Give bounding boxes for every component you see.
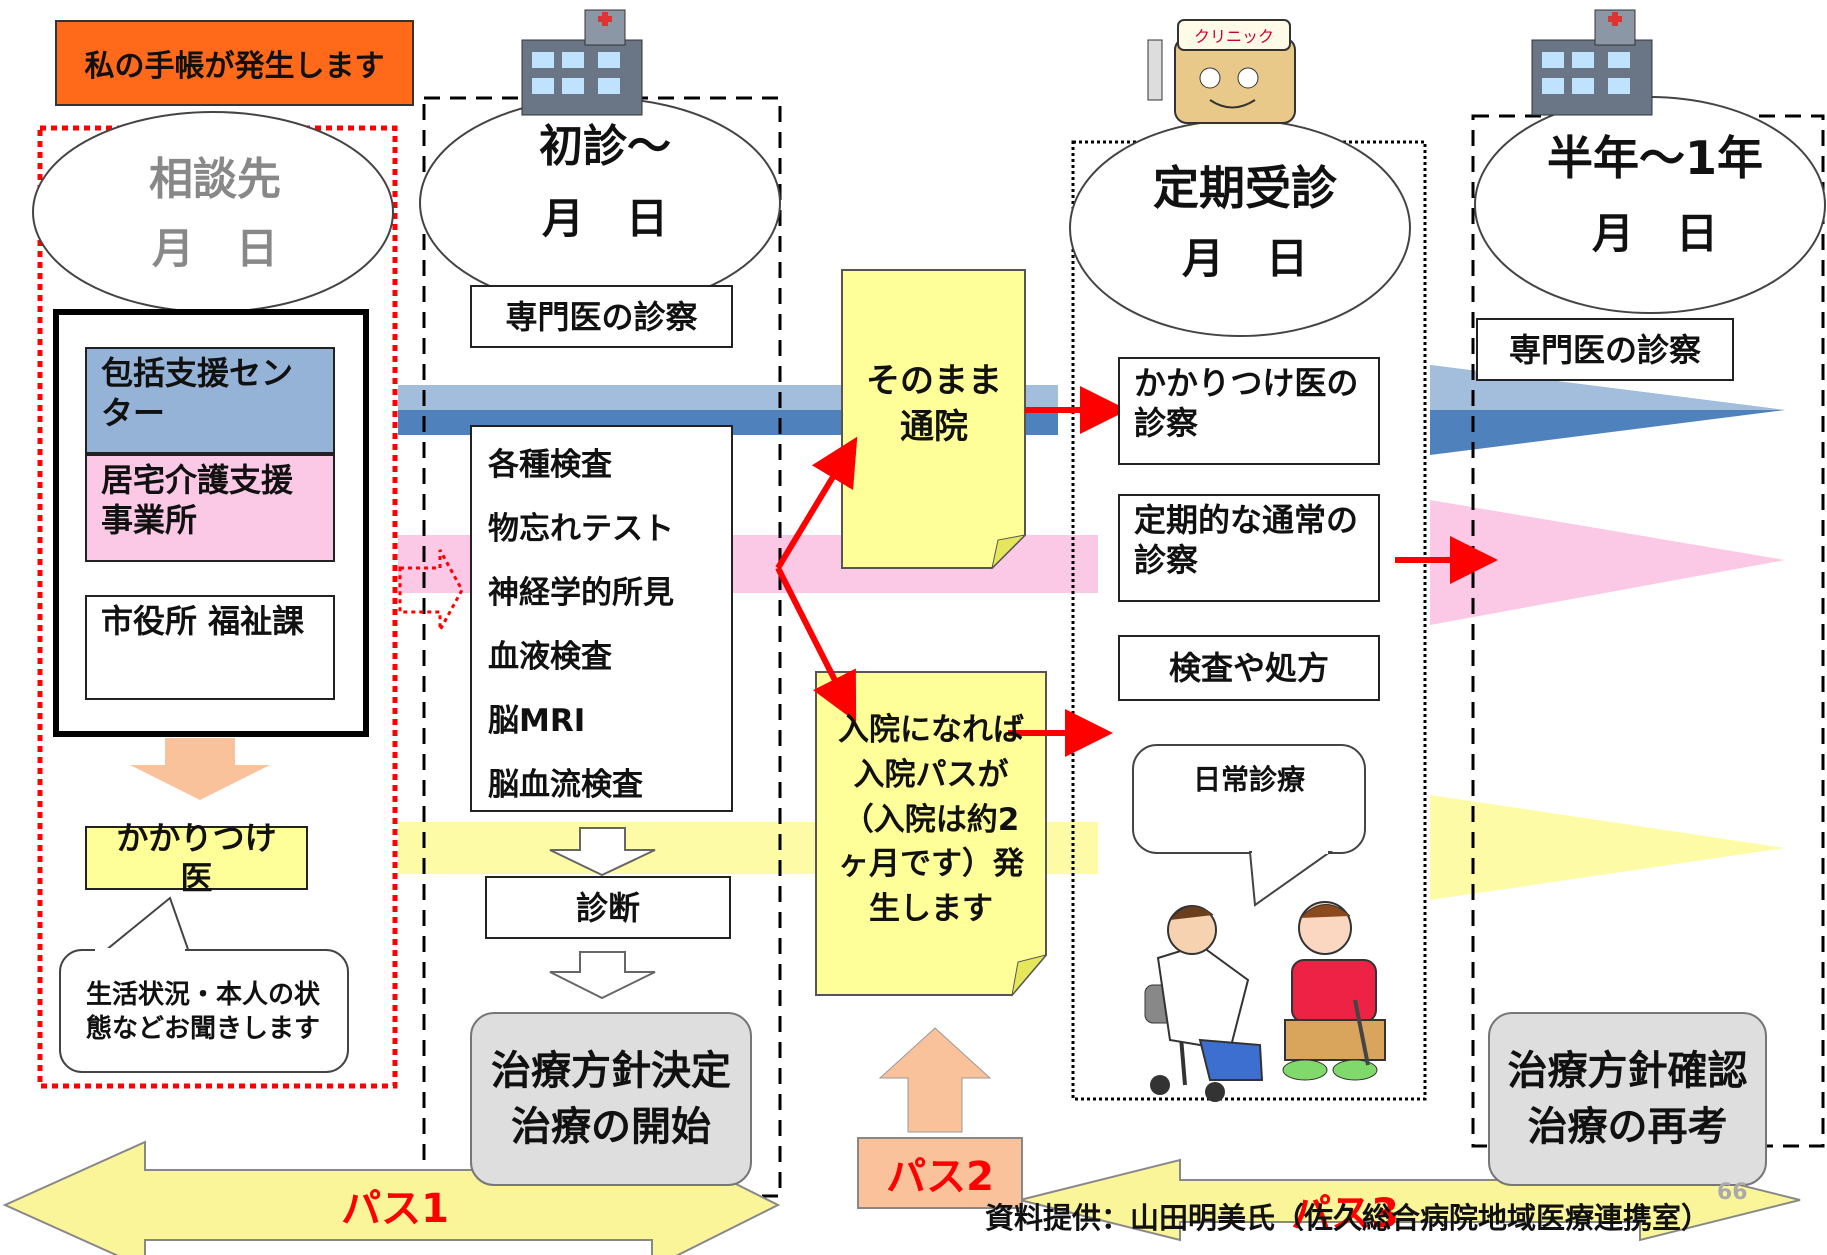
note-admission <box>815 671 1048 997</box>
hospital-icon <box>1531 9 1653 116</box>
family-doctor-box: かかりつけ医 <box>85 819 308 897</box>
col4-date: 月 日 <box>1591 208 1718 258</box>
clinic-sign: クリニック <box>1194 27 1274 46</box>
note-continue-text: そのまま 通院 <box>866 361 1002 447</box>
consult-item-cityhall: 市役所 福祉課 <box>85 595 335 700</box>
diagnosis-label: 診断 <box>575 888 640 927</box>
col4-title: 半年～1年 <box>1546 131 1763 185</box>
consult-item-label: 包括支援センター <box>101 354 294 432</box>
col4-frame <box>1471 114 1825 1148</box>
note-continue <box>841 269 1027 570</box>
arrow-up-peach <box>878 1027 992 1133</box>
consult-frame <box>53 309 369 737</box>
dotted-red-arrow <box>398 549 464 631</box>
tests-box: 各種検査 物忘れテスト 神経学的所見 血液検査 脳MRI 脳血流検査 <box>470 425 733 812</box>
note-admission-text: 入院になれば入院パスが（入院は約2ヶ月です）発生します <box>838 711 1024 928</box>
footer-credit: 資料提供：山田明美氏（佐久総合病院地域医療連携室） <box>985 1201 1711 1235</box>
col1-title: 相談先 <box>149 154 281 205</box>
treatment-review-box: 治療方針確認 治療の再考 <box>1488 1012 1767 1186</box>
test-item: 物忘れテスト <box>488 510 674 547</box>
notebook-header-label: 私の手帳が発生します <box>84 49 385 84</box>
regular-item-label: 定期的な通常の診察 <box>1134 501 1359 579</box>
consult-item-label: 居宅介護支援事業所 <box>101 461 294 539</box>
family-doctor-label: かかりつけ医 <box>116 819 277 897</box>
path1-label: パス1 <box>341 1186 449 1232</box>
test-item: 各種検査 <box>488 446 612 483</box>
speech-bubble-col3 <box>1132 744 1366 907</box>
notebook-header: 私の手帳が発生します <box>55 20 414 106</box>
daily-care-bubble-text: 日常診療 <box>1192 763 1305 796</box>
regular-item: 定期的な通常の診察 <box>1118 494 1380 602</box>
treatment-review-label: 治療方針確認 治療の再考 <box>1507 1048 1748 1150</box>
specialist-exam-box: 専門医の診察 <box>470 285 733 348</box>
test-item: 脳MRI <box>488 702 586 739</box>
treatment-plan-label: 治療方針決定 治療の開始 <box>491 1048 731 1150</box>
specialist-exam-label: 専門医の診察 <box>1508 330 1701 369</box>
path2-label-text: パス2 <box>886 1154 994 1200</box>
test-item: 脳血流検査 <box>488 766 643 803</box>
path3-label: パス3 <box>1291 1191 1399 1237</box>
regular-item-label: 検査や処方 <box>1168 649 1329 687</box>
arrow-down-outline <box>549 827 656 877</box>
hospital-icon <box>521 9 643 116</box>
regular-item: 検査や処方 <box>1118 635 1380 701</box>
specialist-exam-label: 専門医の診察 <box>505 297 698 336</box>
consult-item-label: 市役所 福祉課 <box>101 602 305 640</box>
regular-item: かかりつけ医の診察 <box>1118 357 1380 465</box>
col1-ellipse <box>32 111 394 313</box>
regular-item-label: かかりつけ医の診察 <box>1134 364 1359 442</box>
speech-bubble-col1 <box>59 896 349 1073</box>
col2-date: 月 日 <box>541 193 668 243</box>
clinic-mascot-icon: クリニック <box>1147 19 1296 124</box>
consult-item-center: 包括支援センター <box>85 347 335 454</box>
arrow-down-outline <box>549 951 656 1000</box>
treatment-plan-box: 治療方針決定 治療の開始 <box>470 1012 752 1186</box>
test-item: 血液検査 <box>488 638 612 675</box>
page-number: 66 <box>1717 1180 1748 1205</box>
col1-date: 月 日 <box>151 223 278 273</box>
doctor-patient-illustration <box>1144 901 1386 1102</box>
consult-item-care: 居宅介護支援事業所 <box>85 454 335 562</box>
path2-label: パス2 <box>857 1137 1023 1209</box>
col2-title: 初診～ <box>539 121 671 172</box>
diagnosis-box: 診断 <box>485 876 731 939</box>
arrow-down-peach <box>130 738 270 800</box>
col1-bubble-text: 生活状況・本人の状態などお聞きします <box>85 980 320 1044</box>
specialist-exam-box-col4: 専門医の診察 <box>1476 318 1734 381</box>
red-branch-arrows <box>775 386 1498 757</box>
col3-title: 定期受診 <box>1153 161 1337 215</box>
test-item: 神経学的所見 <box>488 574 674 611</box>
col3-date: 月 日 <box>1181 233 1308 283</box>
